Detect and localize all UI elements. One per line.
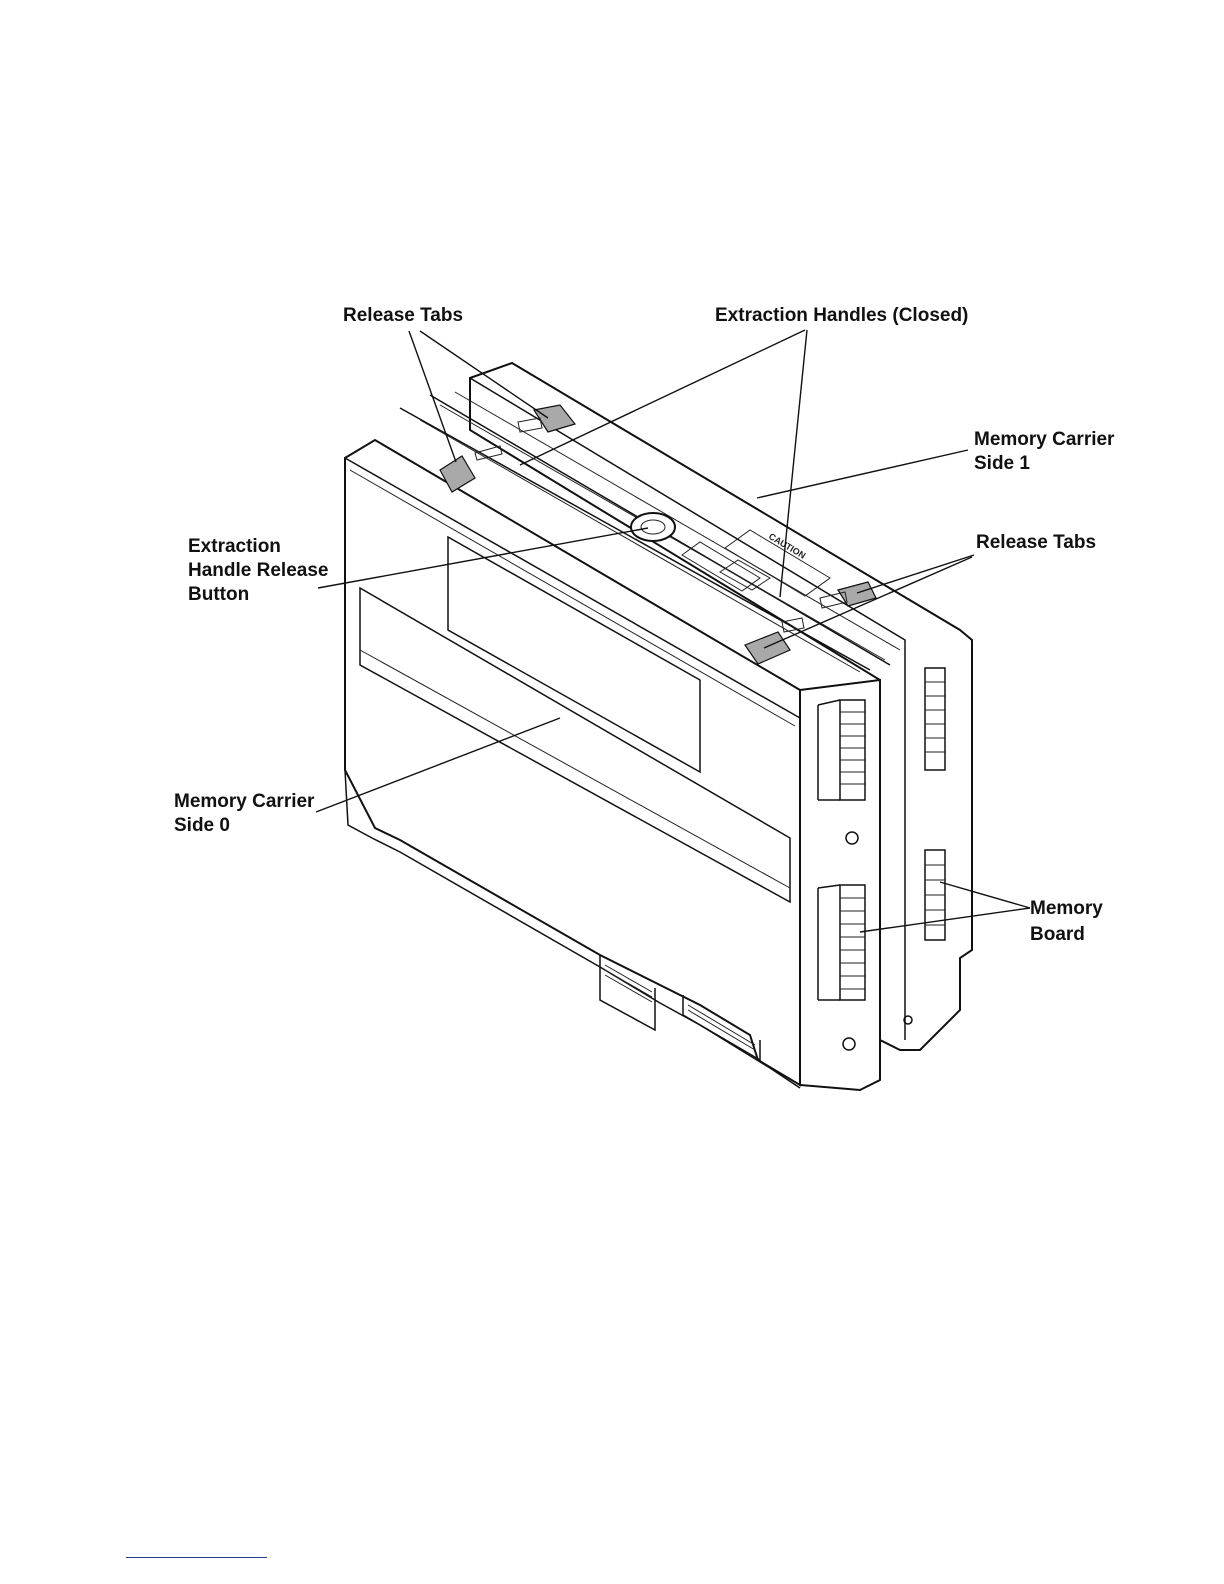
label-carrier-side1-line2: Side 1 bbox=[974, 453, 1030, 474]
label-carrier-side0-line1: Memory Carrier bbox=[174, 791, 315, 812]
footer-rule bbox=[126, 1557, 267, 1558]
label-memory-board-line2: Board bbox=[1030, 924, 1085, 945]
label-release-tabs-top: Release Tabs bbox=[343, 305, 463, 326]
label-release-button-line3: Button bbox=[188, 584, 249, 605]
label-release-button-line1: Extraction bbox=[188, 536, 281, 557]
label-carrier-side0-line2: Side 0 bbox=[174, 815, 230, 836]
label-release-button-line2: Handle Release bbox=[188, 560, 328, 581]
leader-carrier-side1 bbox=[757, 450, 968, 498]
label-carrier-side1-line1: Memory Carrier bbox=[974, 429, 1115, 450]
release-tab-right-lower bbox=[745, 632, 790, 664]
release-button-shape bbox=[631, 513, 675, 541]
label-extraction-handles: Extraction Handles (Closed) bbox=[715, 305, 968, 326]
label-release-tabs-right: Release Tabs bbox=[976, 532, 1096, 553]
label-memory-board-line1: Memory bbox=[1030, 898, 1103, 919]
memory-carrier-assembly: CAUTION bbox=[345, 363, 972, 1090]
